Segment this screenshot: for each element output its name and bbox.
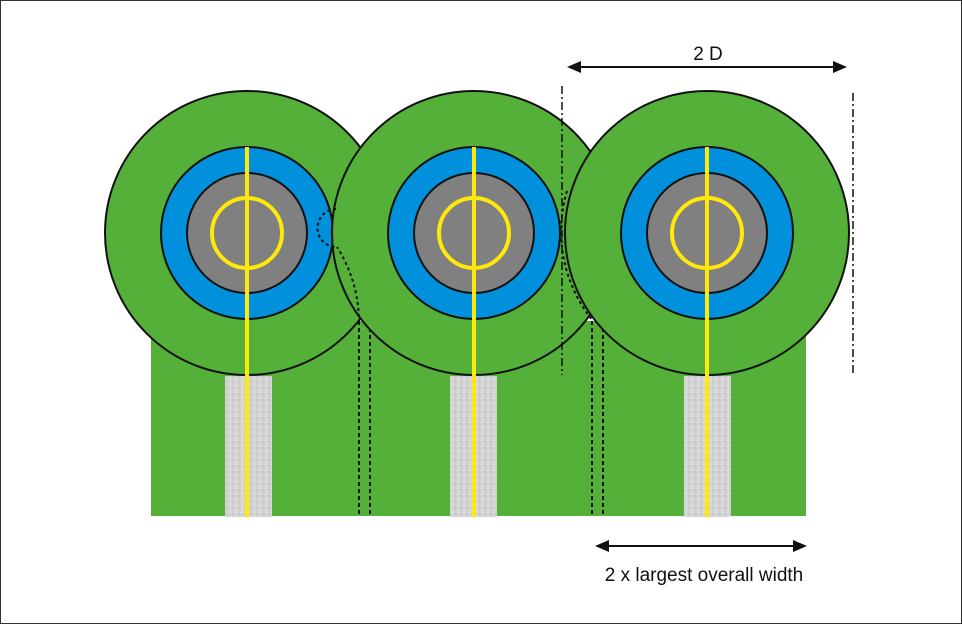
overlap-arc-2 — [560, 190, 594, 322]
dimension-label-2d: 2 D — [693, 44, 723, 65]
dimension-label-width: 2 x largest overall width — [605, 565, 804, 586]
dimension-arrow-2d — [567, 61, 847, 73]
base-guide-lines — [358, 321, 604, 516]
dimension-arrow-width — [595, 540, 807, 552]
center-lines — [245, 147, 709, 517]
extension-lines — [561, 86, 854, 375]
overlap-arc-1 — [316, 208, 361, 324]
